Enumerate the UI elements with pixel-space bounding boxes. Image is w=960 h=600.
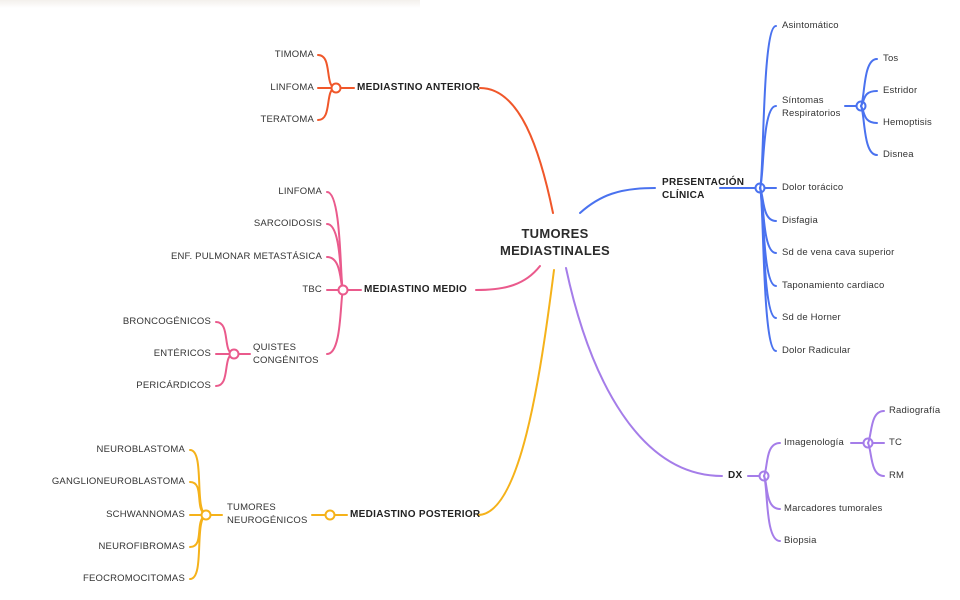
edge-root-clinica [579, 187, 656, 214]
quistes-topic[interactable]: QUISTES CONGÉNITOS [253, 341, 319, 367]
neuro-line-2: NEUROGÉNICOS [227, 515, 308, 526]
edge-anterior-timoma [317, 54, 337, 89]
quistes-item[interactable]: PERICÁRDICOS [136, 380, 211, 391]
resp-item[interactable]: Disnea [883, 149, 914, 160]
resp-line-1: Síntomas [782, 95, 824, 106]
quistes-node-dot[interactable] [228, 348, 240, 360]
clinica-line-1: PRESENTACIÓN [662, 177, 745, 188]
edge-dx-imagen [763, 442, 781, 477]
edge-medio-quistes [326, 289, 344, 355]
neuro-node-dot[interactable] [200, 509, 212, 521]
resp-item[interactable]: Estridor [883, 85, 918, 96]
anterior-item[interactable]: TERATOMA [260, 114, 314, 125]
dx-item[interactable]: Biopsia [784, 535, 817, 546]
quistes-item[interactable]: ENTÉRICOS [153, 348, 211, 359]
resp-item[interactable]: Hemoptisis [883, 117, 932, 128]
edge-dx-biopsia [763, 475, 781, 542]
posterior-topic[interactable]: MEDIASTINO POSTERIOR [350, 509, 481, 520]
clinica-line-2: CLÍNICA [662, 190, 705, 201]
edge-root-anterior [479, 87, 554, 214]
anterior-topic[interactable]: MEDIASTINO ANTERIOR [357, 82, 481, 93]
resp-line-2: Respiratorios [782, 108, 841, 119]
clinica-item[interactable]: Sd de vena cava superior [782, 247, 895, 258]
resp-item[interactable]: Tos [883, 53, 899, 64]
imagen-item[interactable]: RM [889, 470, 905, 481]
edge-neuro-2 [189, 481, 207, 516]
edge-quistes-peri [215, 353, 235, 387]
neuro-line-1: TUMORES [227, 502, 276, 513]
quistes-item[interactable]: BRONCOGÉNICOS [122, 316, 211, 327]
clinica-item[interactable]: Taponamiento cardiaco [782, 280, 885, 291]
clinica-item[interactable]: Asintomático [782, 20, 839, 31]
medio-item[interactable]: TBC [302, 284, 322, 295]
clinica-item[interactable]: Sd de Horner [782, 312, 841, 323]
quistes-line-1: QUISTES [253, 342, 297, 353]
root-topic[interactable]: TUMORES MEDIASTINALES [490, 225, 620, 259]
imagen-topic[interactable]: Imagenología [784, 437, 844, 448]
medio-topic[interactable]: MEDIASTINO MEDIO [364, 284, 468, 295]
edge-imagen-rx [867, 410, 885, 444]
neuro-item[interactable]: NEUROBLASTOMA [96, 444, 185, 455]
edge-resp-estridor [860, 90, 878, 107]
neuro-item[interactable]: SCHWANNOMAS [106, 509, 185, 520]
edge-clinica-7 [759, 187, 777, 352]
edge-root-medio [475, 265, 541, 291]
edge-root-dx [565, 267, 723, 477]
clinica-item[interactable]: Dolor Radicular [782, 345, 851, 356]
dx-item[interactable]: Marcadores tumorales [784, 503, 883, 514]
neuro-item[interactable]: FEOCROMOCITOMAS [82, 573, 185, 584]
root-line-2: MEDIASTINALES [499, 243, 611, 258]
dx-topic[interactable]: DX [728, 470, 743, 481]
anterior-item[interactable]: LINFOMA [270, 82, 314, 93]
root-line-1: TUMORES [521, 226, 589, 241]
top-fade [0, 0, 420, 8]
edge-resp-disnea [860, 105, 878, 156]
medio-node-dot[interactable] [337, 284, 349, 296]
clinica-topic[interactable]: PRESENTACIÓN CLÍNICA [662, 176, 744, 202]
neuro-item[interactable]: NEUROFIBROMAS [98, 541, 185, 552]
resp-topic[interactable]: Síntomas Respiratorios [782, 94, 841, 120]
imagen-item[interactable]: TC [889, 437, 903, 448]
edge-anterior-teratoma [317, 87, 337, 121]
edge-imagen-rm [867, 442, 885, 477]
medio-item[interactable]: SARCOIDOSIS [253, 218, 322, 229]
medio-item[interactable]: ENF. PULMONAR METASTÁSICA [170, 251, 322, 262]
edge-root-posterior [477, 269, 555, 516]
anterior-item[interactable]: TIMOMA [274, 49, 314, 60]
posterior-node-dot[interactable] [324, 509, 336, 521]
neuro-topic[interactable]: TUMORES NEUROGÉNICOS [227, 501, 308, 527]
clinica-item[interactable]: Disfagia [782, 215, 818, 226]
clinica-item[interactable]: Dolor torácico [782, 182, 844, 193]
medio-item[interactable]: LINFOMA [278, 186, 322, 197]
imagen-item[interactable]: Radiografía [889, 405, 941, 416]
neuro-item[interactable]: GANGLIONEUROBLASTOMA [51, 476, 185, 487]
quistes-line-2: CONGÉNITOS [253, 355, 319, 366]
edge-quistes-bronco [215, 321, 235, 355]
anterior-node-dot[interactable] [330, 82, 342, 94]
edge-clinica-resp [759, 105, 777, 189]
